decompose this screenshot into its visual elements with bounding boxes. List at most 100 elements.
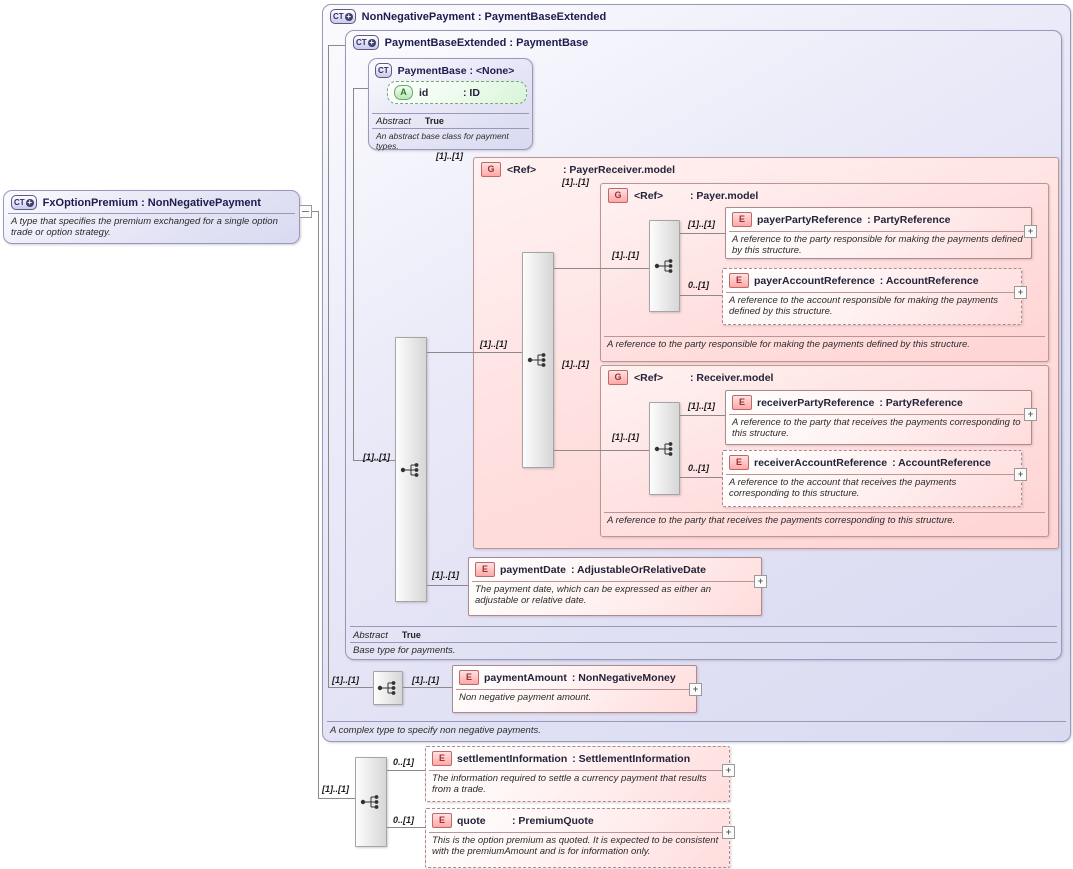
connector-line	[328, 45, 345, 46]
complex-type-fx-option-premium[interactable]: CT+ FxOptionPremium : NonNegativePayment…	[3, 190, 300, 244]
payer-model-header: G <Ref> : Payer.model	[601, 184, 1048, 207]
cardinality-label: [1]..[1]	[322, 784, 349, 794]
connector-line	[328, 687, 373, 688]
cardinality-label: [1]..[1]	[332, 675, 359, 685]
payment-base-title: PaymentBase : <None>	[397, 64, 515, 77]
connector-line	[552, 268, 649, 269]
group-type: : Payer.model	[690, 189, 759, 202]
connector-line	[385, 770, 425, 771]
divider	[726, 292, 1018, 293]
expand-icon[interactable]: +	[1024, 408, 1037, 421]
sequence-connector	[395, 337, 427, 602]
payment-base-extended-footer: Base type for payments.	[353, 645, 456, 656]
connector-line	[678, 295, 722, 296]
sequence-icon	[400, 462, 419, 477]
abstract-label: Abstract	[376, 116, 411, 127]
connector-line	[678, 415, 725, 416]
sequence-connector	[355, 757, 387, 847]
divider	[456, 689, 693, 690]
cardinality-label: [1]..[1]	[612, 250, 639, 260]
expand-icon[interactable]: +	[722, 764, 735, 777]
cardinality-label: [1]..[1]	[480, 339, 507, 349]
element-name: settlementInformation	[457, 752, 568, 765]
complex-type-plus-icon: CT+	[11, 195, 37, 210]
divider	[729, 231, 1028, 232]
divider	[472, 581, 758, 582]
collapse-icon[interactable]	[299, 205, 312, 218]
divider	[729, 414, 1028, 415]
cardinality-label: 0..[1]	[393, 757, 415, 767]
divider	[350, 642, 1057, 643]
complex-type-payment-base[interactable]: CT PaymentBase : <None> A id : ID Abstra…	[368, 58, 533, 152]
fx-option-premium-description: A type that specifies the premium exchan…	[11, 216, 278, 239]
element-icon: E	[729, 273, 749, 288]
abstract-value: True	[401, 630, 421, 640]
connector-line	[318, 798, 355, 799]
connector-line	[353, 460, 395, 461]
sequence-connector	[373, 671, 403, 705]
element-type: : SettlementInformation	[572, 752, 691, 765]
connector-line	[311, 211, 319, 212]
cardinality-label: [1]..[1]	[562, 359, 589, 369]
sequence-icon	[527, 353, 546, 367]
divider	[350, 626, 1057, 627]
group-type: : PayerReceiver.model	[563, 163, 676, 176]
element-icon: E	[432, 751, 452, 766]
expand-icon[interactable]: +	[689, 683, 702, 696]
sequence-icon	[377, 681, 396, 695]
connector-line	[401, 687, 452, 688]
attribute-id[interactable]: A id : ID	[387, 81, 527, 104]
expand-icon[interactable]: +	[722, 826, 735, 839]
expand-icon[interactable]: +	[1014, 468, 1027, 481]
connector-line	[328, 45, 329, 688]
expand-icon[interactable]: +	[754, 575, 767, 588]
abstract-row: Abstract True	[369, 115, 451, 128]
attribute-type: : ID	[463, 86, 480, 99]
element-description: Non negative payment amount.	[459, 692, 592, 703]
payment-base-extended-title: PaymentBaseExtended : PaymentBase	[384, 36, 589, 49]
element-type: : AccountReference	[892, 456, 991, 469]
payment-base-extended-header: CT+ PaymentBaseExtended : PaymentBase	[346, 31, 1061, 54]
element-icon: E	[729, 455, 749, 470]
divider	[372, 128, 529, 129]
connector-line	[385, 827, 425, 828]
group-icon: G	[481, 162, 501, 177]
expand-icon[interactable]: +	[1024, 225, 1037, 238]
sequence-connector	[522, 252, 554, 468]
cardinality-label: 0..[1]	[688, 280, 710, 290]
fx-option-premium-header: CT+ FxOptionPremium : NonNegativePayment	[4, 191, 299, 214]
connector-line	[353, 88, 354, 461]
group-icon: G	[608, 188, 628, 203]
element-icon: E	[475, 562, 495, 577]
element-type: : NonNegativeMoney	[571, 671, 676, 684]
payment-base-footer: An abstract base class for payment types…	[376, 131, 509, 152]
element-name: receiverAccountReference	[754, 456, 888, 469]
cardinality-label: [1]..[1]	[688, 401, 715, 411]
divider	[726, 474, 1018, 475]
element-icon: E	[432, 813, 452, 828]
divider	[8, 213, 295, 214]
divider	[327, 721, 1066, 722]
divider	[604, 512, 1045, 513]
connector-line	[353, 88, 368, 89]
element-type: : PremiumQuote	[512, 814, 594, 827]
sequence-icon	[654, 441, 672, 456]
element-description: A reference to the account responsible f…	[729, 295, 998, 318]
element-type: : PartyReference	[879, 396, 963, 409]
attribute-icon: A	[394, 85, 413, 100]
element-name: payerPartyReference	[757, 213, 863, 226]
element-name: receiverPartyReference	[757, 396, 875, 409]
element-type: : AdjustableOrRelativeDate	[570, 563, 706, 576]
element-description: The payment date, which can be expressed…	[475, 584, 712, 607]
sequence-connector	[649, 220, 680, 312]
divider	[429, 832, 726, 833]
expand-icon[interactable]: +	[1014, 286, 1027, 299]
